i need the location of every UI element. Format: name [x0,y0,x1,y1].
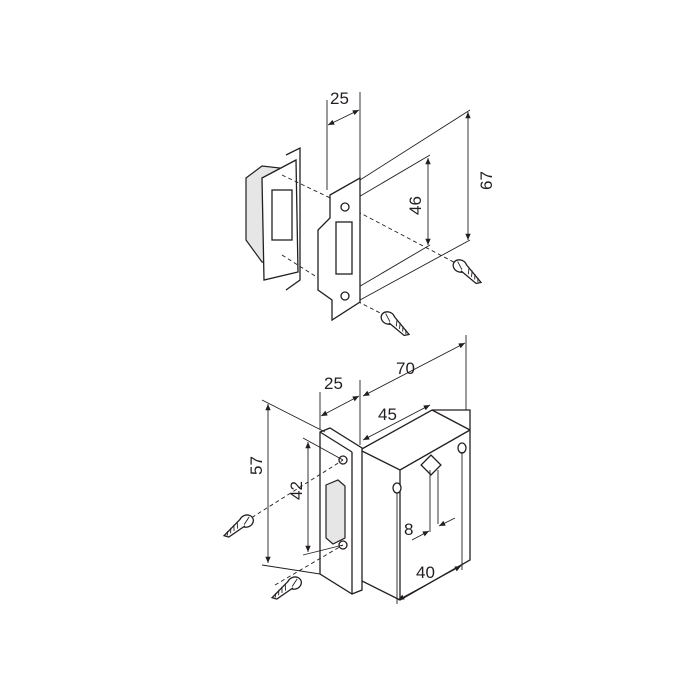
latch-faceplate [319,427,363,595]
strike-box [245,146,301,291]
body-length-label: 40 [416,563,435,582]
latch-assembly: 25 70 45 57 42 8 40 [219,335,471,604]
strike-height-label: 67 [477,171,496,190]
strike-hole-spacing-label: 46 [406,196,425,215]
screw-icon [219,512,257,540]
spindle-label: 8 [404,520,413,539]
latch-body [359,409,471,601]
hole-spacing-label: 42 [287,481,306,500]
screw-icon [377,308,415,338]
overall-length-label: 70 [396,359,415,378]
faceplate-height-label: 57 [247,456,266,475]
faceplate-width-label: 25 [324,374,343,393]
strike-plate-assembly: 25 67 46 [245,89,496,338]
backset-label: 45 [378,405,397,424]
strike-plate [317,176,361,322]
screw-icon [267,574,305,602]
strike-width-label: 25 [330,89,349,108]
screw-icon [449,256,487,286]
